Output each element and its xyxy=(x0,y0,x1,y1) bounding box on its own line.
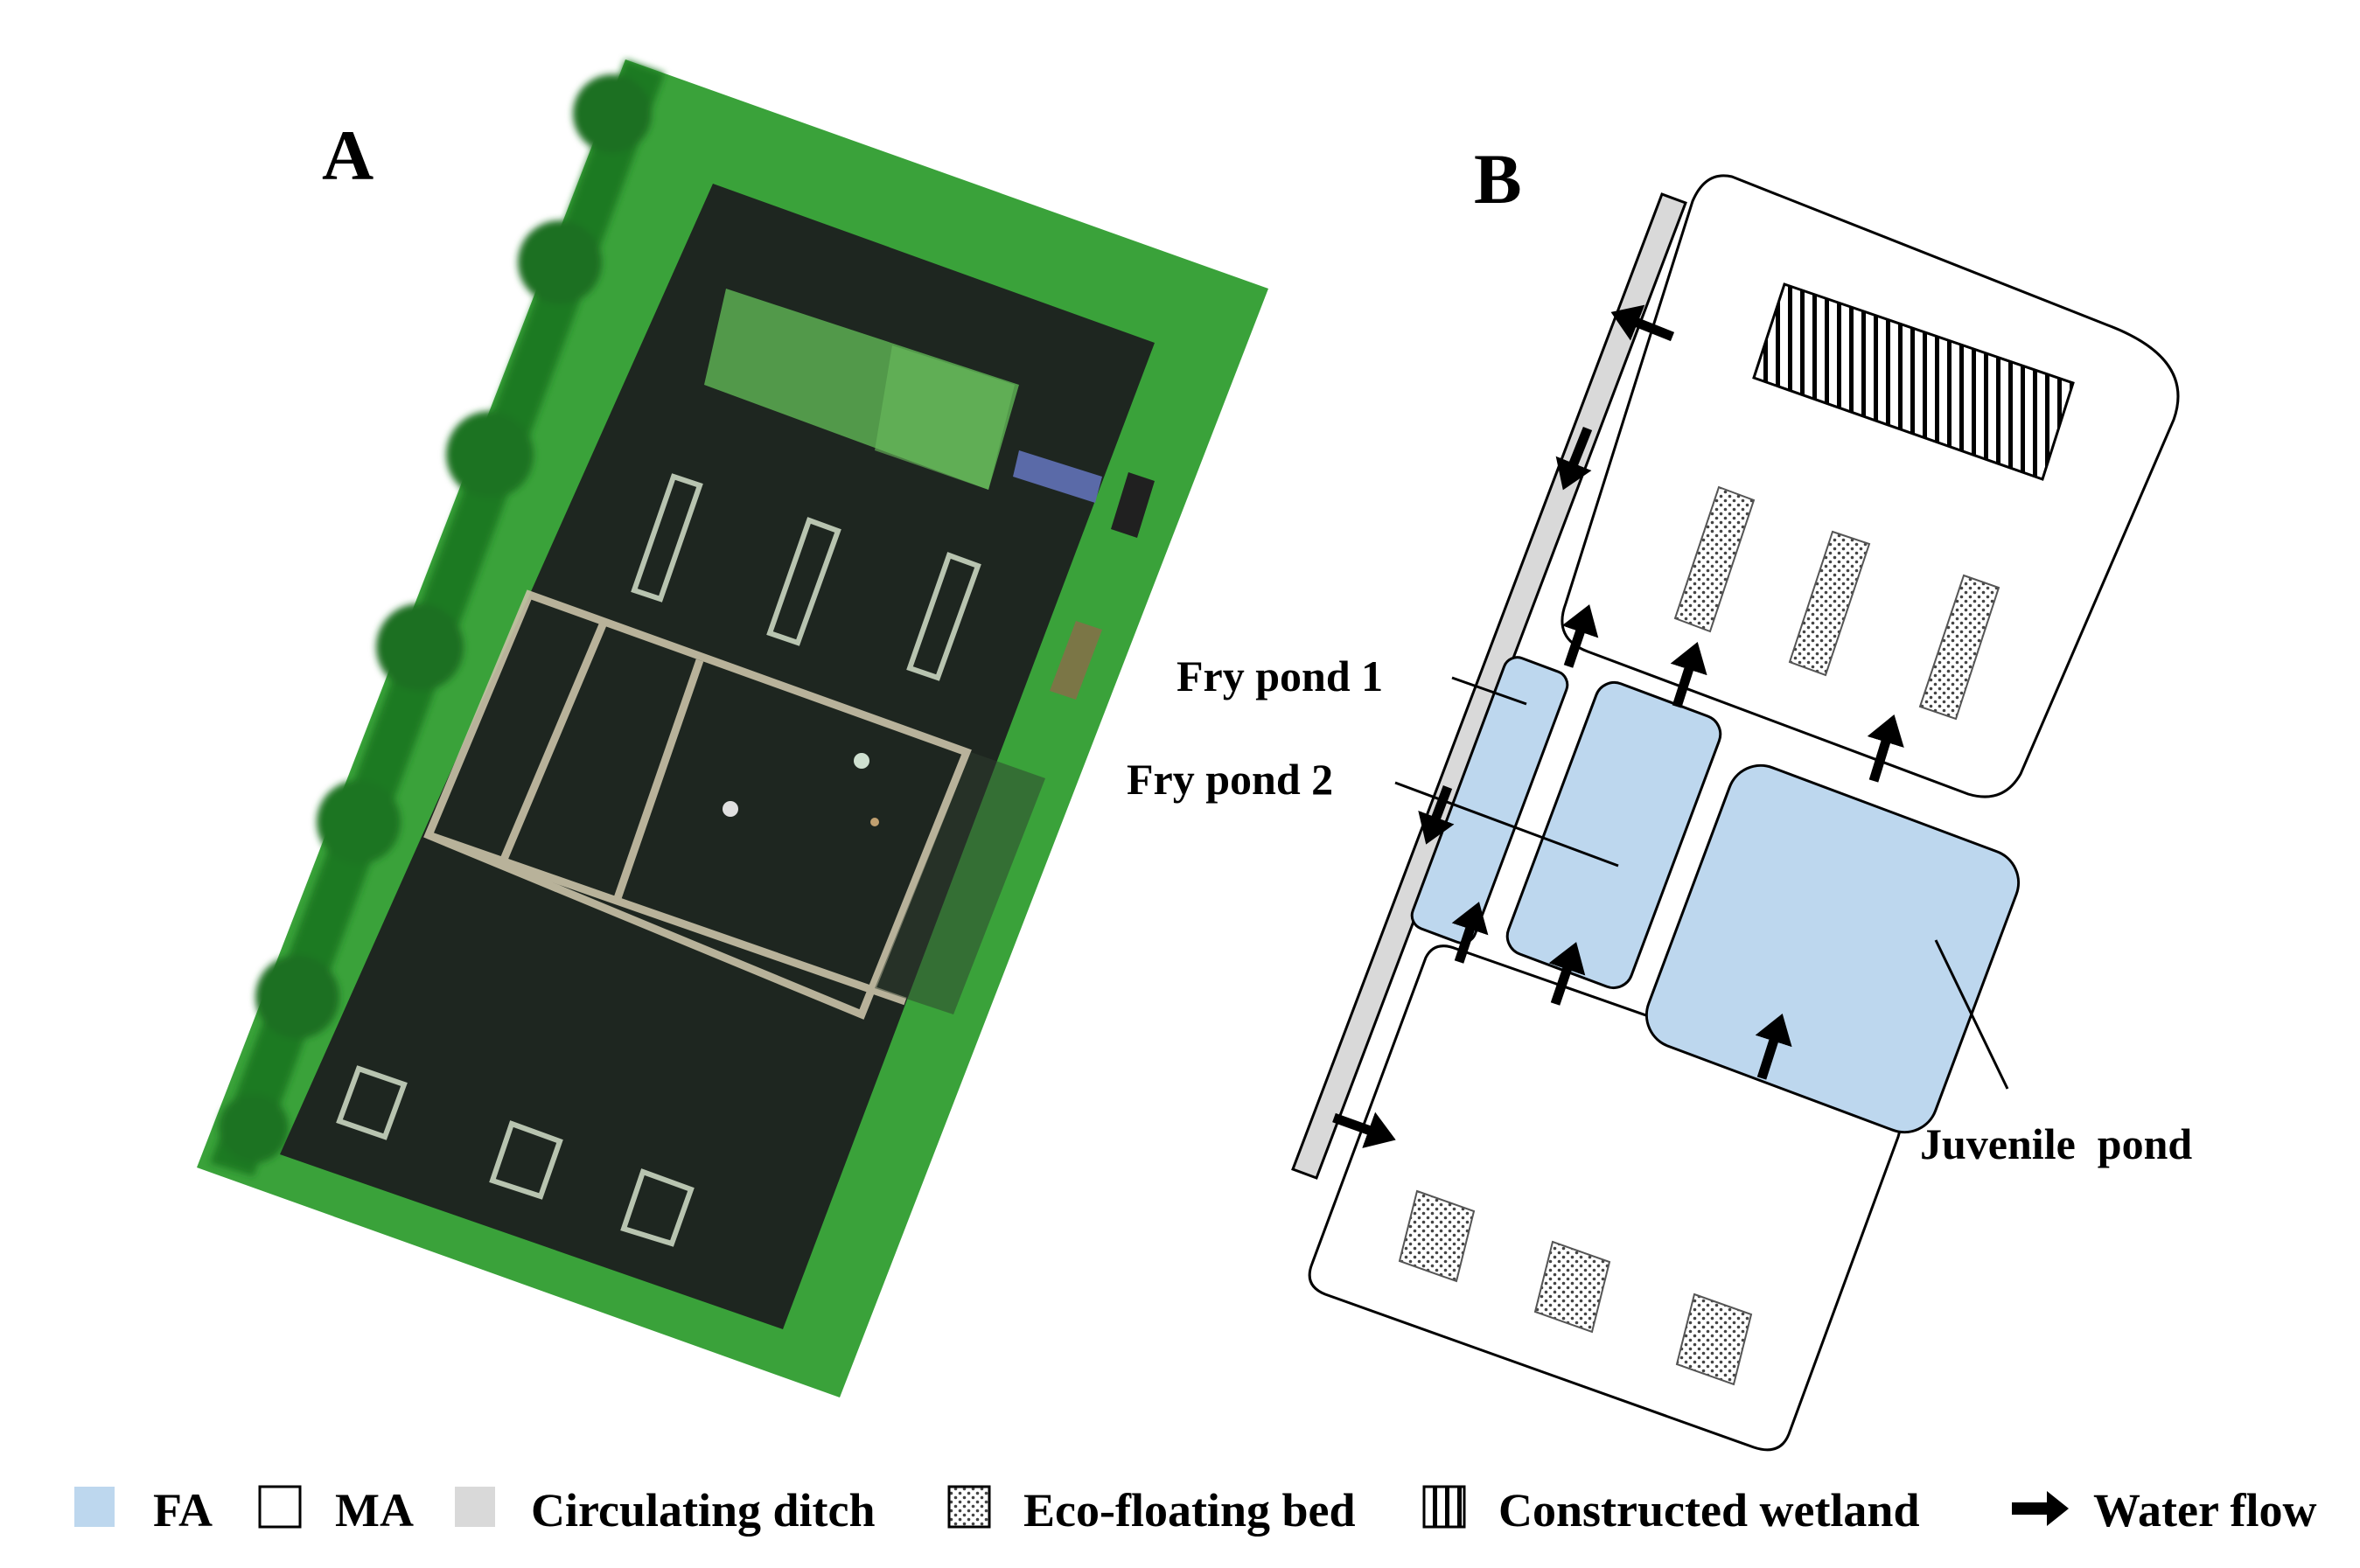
eco-floating-beds-bottom xyxy=(1398,1189,1753,1386)
legend-label-circulating-ditch: Circulating ditch xyxy=(531,1484,876,1537)
panel-b-label: B xyxy=(1474,139,1522,219)
ditch-swatch-icon xyxy=(455,1487,495,1527)
fry-pond-2-label: Fry pond 2 xyxy=(1127,755,1333,804)
juvenile-pond-label: Juvenile pond xyxy=(1920,1119,2192,1168)
legend: FA MA Circulating ditch Eco-floating bed… xyxy=(74,1484,2316,1537)
water-flow-arrows xyxy=(1332,304,1904,1148)
fry-pond-1-label: Fry pond 1 xyxy=(1177,652,1383,700)
panel-a-label: A xyxy=(322,115,374,195)
hatched-swatch-icon xyxy=(1422,1485,1466,1529)
ma-swatch-icon xyxy=(258,1485,302,1529)
legend-label-water-flow: Water flow xyxy=(2093,1484,2316,1537)
constructed-wetland xyxy=(1752,282,2075,481)
schematic-diagram: Fry pond 1 Fry pond 2 Juvenile pond xyxy=(1127,174,2192,1452)
fry-pond-1 xyxy=(1410,656,1569,944)
dotted-swatch-icon xyxy=(947,1485,991,1529)
fa-swatch-icon xyxy=(74,1487,115,1527)
arrow-icon xyxy=(2012,1491,2069,1526)
legend-label-ma: MA xyxy=(335,1484,414,1537)
legend-label-constructed-wetland: Constructed wetland xyxy=(1498,1484,1920,1537)
legend-label-fa: FA xyxy=(153,1484,213,1537)
juvenile-pond xyxy=(1644,763,2021,1134)
legend-label-eco-floating-bed: Eco-floating bed xyxy=(1023,1484,1356,1537)
ma-pond-top xyxy=(1561,174,2180,798)
satellite-image xyxy=(197,59,1268,1397)
eco-floating-beds-top xyxy=(1673,485,2000,721)
callout-leaders xyxy=(1394,676,2009,1090)
